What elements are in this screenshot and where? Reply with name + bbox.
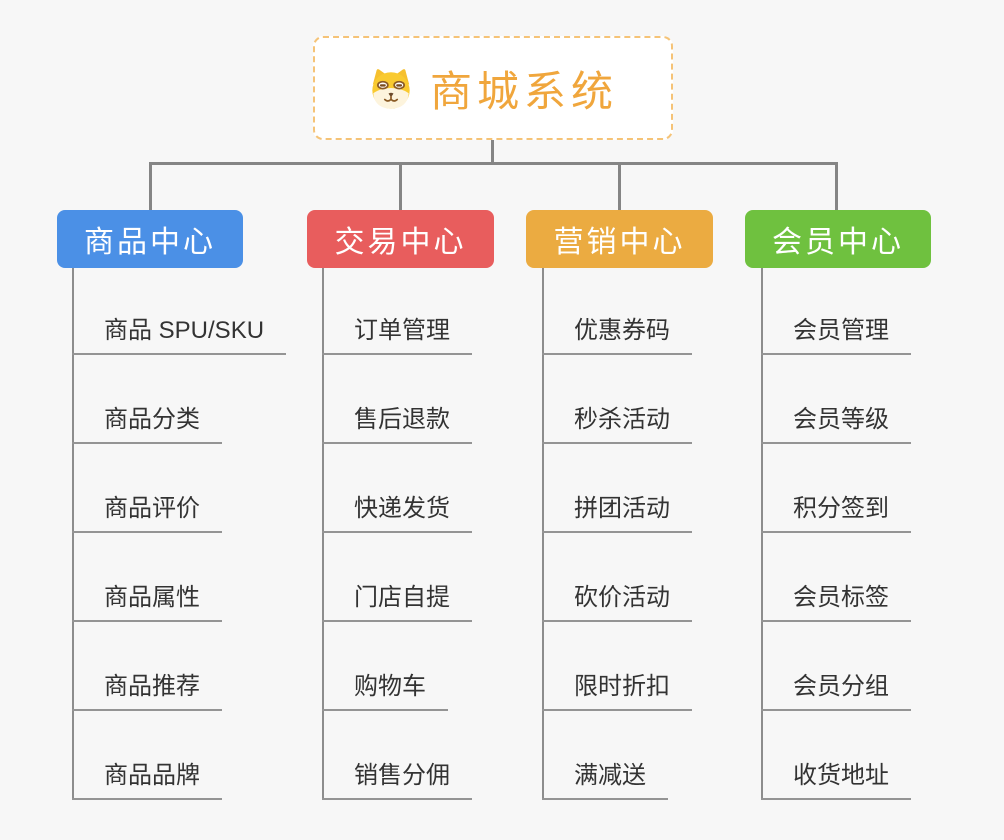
connector-drop-4 — [835, 162, 838, 210]
leaf-item[interactable]: 销售分佣 — [322, 711, 472, 800]
leaf-item[interactable]: 订单管理 — [322, 268, 472, 355]
leaf-item[interactable]: 门店自提 — [322, 533, 472, 622]
leaf-item[interactable]: 购物车 — [322, 622, 448, 711]
leaf-item[interactable]: 限时折扣 — [542, 622, 692, 711]
branch-node-marketing-center[interactable]: 营销中心 — [526, 210, 713, 268]
root-node[interactable]: 商城系统 — [313, 36, 673, 140]
trunk-trade-center — [322, 268, 324, 800]
leaf-item[interactable]: 快递发货 — [322, 444, 472, 533]
leaf-column-trade-center: 订单管理 售后退款 快递发货 门店自提 购物车 销售分佣 — [322, 268, 472, 800]
branch-node-product-center[interactable]: 商品中心 — [57, 210, 243, 268]
leaf-item[interactable]: 拼团活动 — [542, 444, 692, 533]
trunk-member-center — [761, 268, 763, 800]
leaf-item[interactable]: 优惠券码 — [542, 268, 692, 355]
connector-root-stem — [491, 140, 494, 165]
branch-node-trade-center[interactable]: 交易中心 — [307, 210, 494, 268]
leaf-item[interactable]: 砍价活动 — [542, 533, 692, 622]
leaf-item[interactable]: 商品推荐 — [72, 622, 222, 711]
leaf-item[interactable]: 商品属性 — [72, 533, 222, 622]
root-title: 商城系统 — [429, 67, 618, 115]
leaf-item[interactable]: 会员等级 — [761, 355, 911, 444]
trunk-marketing-center — [542, 268, 544, 800]
leaf-item[interactable]: 售后退款 — [322, 355, 472, 444]
trunk-product-center — [72, 268, 74, 800]
leaf-column-product-center: 商品 SPU/SKU 商品分类 商品评价 商品属性 商品推荐 商品品牌 — [72, 268, 287, 800]
leaf-item[interactable]: 会员标签 — [761, 533, 911, 622]
leaf-item[interactable]: 商品评价 — [72, 444, 222, 533]
leaf-item[interactable]: 积分签到 — [761, 444, 911, 533]
leaf-column-member-center: 会员管理 会员等级 积分签到 会员标签 会员分组 收货地址 — [761, 268, 911, 800]
leaf-item[interactable]: 秒杀活动 — [542, 355, 692, 444]
leaf-item[interactable]: 商品 SPU/SKU — [72, 268, 287, 355]
branch-node-member-center[interactable]: 会员中心 — [745, 210, 931, 268]
connector-drop-2 — [399, 162, 402, 210]
connector-drop-3 — [618, 162, 621, 210]
leaf-column-marketing-center: 优惠券码 秒杀活动 拼团活动 砍价活动 限时折扣 满减送 — [542, 268, 692, 800]
leaf-item[interactable]: 会员分组 — [761, 622, 911, 711]
leaf-item[interactable]: 商品分类 — [72, 355, 222, 444]
leaf-item[interactable]: 会员管理 — [761, 268, 911, 355]
leaf-item[interactable]: 商品品牌 — [72, 711, 222, 800]
leaf-item[interactable]: 收货地址 — [761, 711, 911, 800]
connector-drop-1 — [149, 162, 152, 210]
leaf-item[interactable]: 满减送 — [542, 711, 668, 800]
connector-horizontal-bus — [149, 162, 838, 165]
shiba-dog-icon — [372, 68, 410, 109]
